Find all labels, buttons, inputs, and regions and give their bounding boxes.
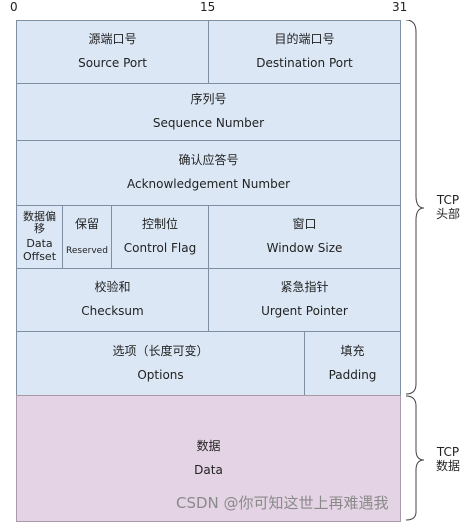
ack-number-field: 确认应答号 Acknowledgement Number bbox=[16, 140, 401, 206]
sequence-number-cn: 序列号 bbox=[190, 92, 227, 107]
reserved-en: Reserved bbox=[66, 245, 108, 256]
checksum-en: Checksum bbox=[81, 304, 144, 318]
data-offset-en: Data Offset bbox=[22, 237, 57, 263]
urgent-pointer-en: Urgent Pointer bbox=[261, 304, 348, 318]
checksum-cn: 校验和 bbox=[94, 280, 131, 295]
urgent-pointer-cn: 紧急指针 bbox=[280, 280, 329, 295]
watermark: CSDN @你可知这世上再难遇我 bbox=[176, 494, 389, 512]
control-flag-en: Control Flag bbox=[123, 241, 197, 255]
destination-port-field: 目的端口号 Destination Port bbox=[208, 20, 401, 84]
options-en: Options bbox=[137, 367, 184, 382]
checksum-field: 校验和 Checksum bbox=[16, 268, 209, 332]
tcp-header-label: TCP 头部 bbox=[435, 193, 460, 222]
options-cn: 选项（长度可变） bbox=[112, 343, 209, 358]
destination-port-en: Destination Port bbox=[256, 56, 353, 70]
data-field: 数据 Data bbox=[16, 395, 401, 522]
padding-field: 填充 Padding bbox=[304, 331, 401, 396]
control-flag-cn: 控制位 bbox=[141, 217, 178, 232]
window-size-en: Window Size bbox=[266, 241, 343, 255]
reserved-cn: 保留 bbox=[74, 216, 99, 231]
padding-en: Padding bbox=[328, 367, 377, 382]
data-offset-cn: 数据偏移 bbox=[23, 209, 56, 236]
data-cn: 数据 bbox=[196, 438, 221, 453]
source-port-field: 源端口号 Source Port bbox=[16, 20, 209, 84]
bit-label-0: 0 bbox=[10, 0, 18, 14]
ack-number-cn: 确认应答号 bbox=[178, 153, 239, 168]
ack-number-en: Acknowledgement Number bbox=[126, 177, 291, 191]
control-flag-field: 控制位 Control Flag bbox=[111, 205, 209, 269]
data-en: Data bbox=[194, 462, 223, 477]
sequence-number-en: Sequence Number bbox=[152, 116, 265, 130]
sequence-number-field: 序列号 Sequence Number bbox=[16, 83, 401, 141]
window-size-cn: 窗口 bbox=[292, 217, 317, 232]
source-port-cn: 源端口号 bbox=[88, 32, 137, 47]
urgent-pointer-field: 紧急指针 Urgent Pointer bbox=[208, 268, 401, 332]
tcp-data-label: TCP 数据 bbox=[435, 445, 460, 474]
bit-label-31: 31 bbox=[392, 0, 408, 14]
source-port-en: Source Port bbox=[78, 56, 147, 70]
reserved-field: 保留 Reserved bbox=[62, 205, 112, 269]
options-field: 选项（长度可变） Options bbox=[16, 331, 305, 396]
data-offset-field: 数据偏移 Data Offset bbox=[16, 205, 63, 269]
window-size-field: 窗口 Window Size bbox=[208, 205, 401, 269]
brace-icon bbox=[405, 20, 425, 521]
padding-cn: 填充 bbox=[340, 343, 365, 358]
destination-port-cn: 目的端口号 bbox=[274, 32, 335, 47]
bit-label-15: 15 bbox=[200, 0, 216, 14]
